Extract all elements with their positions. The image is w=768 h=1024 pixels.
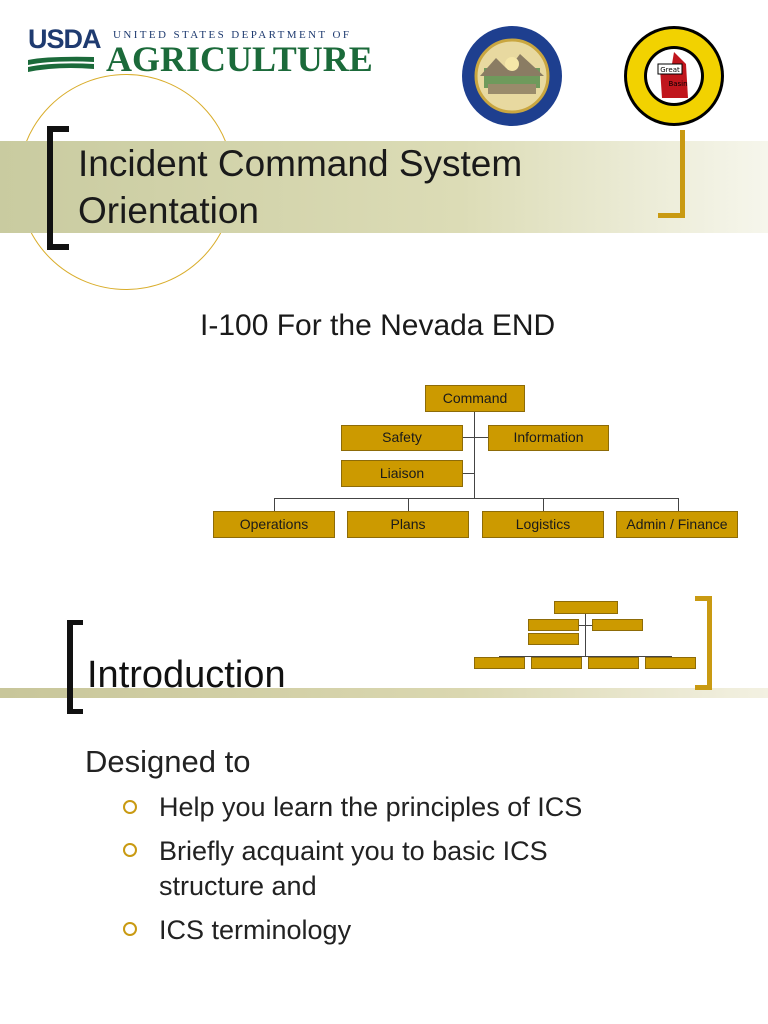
intro-band (0, 688, 768, 698)
right-bracket (680, 130, 685, 218)
org-connector-main (474, 412, 475, 498)
org-connector-liaison (463, 473, 474, 474)
intro-right-bracket (707, 596, 712, 690)
org-box-operations: Operations (213, 511, 335, 538)
usda-wave-icon (28, 56, 94, 72)
mini-box-s1 (474, 657, 525, 669)
org-connector-sections (274, 498, 679, 499)
mini-box-s3 (588, 657, 639, 669)
bullet-item-1: Help you learn the principles of ICS (159, 792, 583, 822)
mini-line-main (585, 613, 586, 657)
slide-title: Incident Command System Orientation (78, 140, 522, 234)
intro-left-bracket-top (67, 620, 83, 625)
bullet-item-2: Briefly acquaint you to basic ICS struct… (159, 836, 548, 901)
mini-box-left1 (528, 619, 579, 631)
intro-right-bracket-bottom (695, 685, 712, 690)
svg-text:Basin: Basin (668, 80, 687, 88)
intro-lead-text: Designed to (85, 744, 251, 779)
slide-title-line1: Incident Command System (78, 143, 523, 184)
mini-box-right1 (592, 619, 643, 631)
org-connector-admin (678, 498, 679, 511)
title-band (0, 141, 768, 233)
mini-box-left2 (528, 633, 579, 645)
intro-left-bracket-bottom (67, 709, 83, 714)
left-bracket (47, 126, 53, 250)
mini-line-branch (579, 625, 592, 626)
org-box-command: Command (425, 385, 525, 412)
nevada-seal-icon (462, 26, 562, 126)
bullet-circle-icon (123, 922, 137, 936)
bullet-item-3: ICS terminology (159, 915, 352, 945)
org-box-liaison: Liaison (341, 460, 463, 487)
org-connector-ops (274, 498, 275, 511)
mini-line-sections (499, 656, 672, 657)
org-box-logistics: Logistics (482, 511, 604, 538)
org-box-safety: Safety (341, 425, 463, 451)
usda-department-text: UNITED STATES DEPARTMENT OF (113, 29, 352, 41)
intro-heading: Introduction (87, 654, 286, 696)
org-connector-logistics (543, 498, 544, 511)
nimt-seal-icon: Great Basin (624, 26, 724, 126)
org-box-information: Information (488, 425, 609, 451)
mini-box-s2 (531, 657, 582, 669)
intro-left-bracket (67, 620, 73, 714)
svg-text:Great: Great (660, 66, 680, 74)
bullet-circle-icon (123, 800, 137, 814)
slide-title-line2: Orientation (78, 190, 259, 231)
usda-mark: USDA (28, 24, 102, 54)
right-bracket-bottom (658, 213, 685, 218)
bullet-circle-icon (123, 843, 137, 857)
intro-right-bracket-top (695, 596, 712, 601)
org-connector-plans (408, 498, 409, 511)
org-box-admin-finance: Admin / Finance (616, 511, 738, 538)
left-bracket-bottom (47, 244, 69, 250)
org-connector-safety-info (463, 437, 488, 438)
slide-subtitle: I-100 For the Nevada END (200, 309, 556, 342)
mini-box-top (554, 601, 618, 614)
mini-box-s4 (645, 657, 696, 669)
usda-agriculture-text: AGRICULTURE (106, 39, 373, 79)
left-bracket-top (47, 126, 69, 132)
org-box-plans: Plans (347, 511, 469, 538)
